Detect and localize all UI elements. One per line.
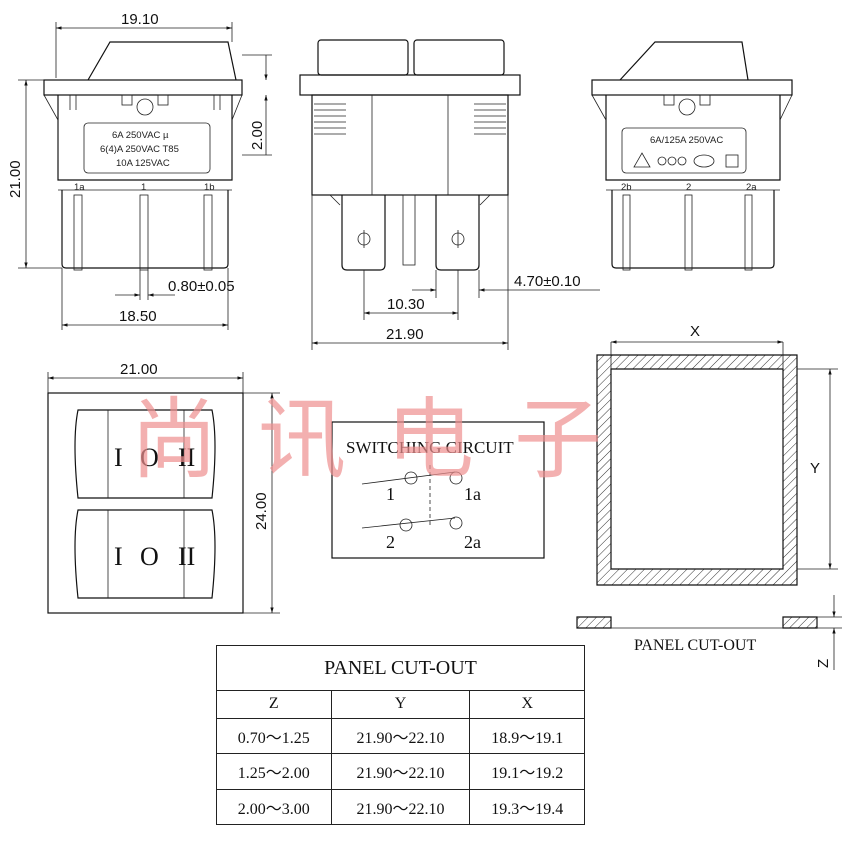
pin-label-2a: 2a [746,182,757,193]
rating-line-2: 6(4)A 250VAC T85 [100,144,179,155]
table-header-x: X [469,690,585,719]
table-row: 2.00～3.00 21.90～22.10 19.3～19.4 [216,788,585,826]
watermark: 尚讯电子 [130,388,642,491]
circuit-frame [331,421,545,559]
symbol-on-lower: II [178,542,195,571]
left-side-view: 6A 250VAC µ 6(4)A 250VAC T85 10A 125VAC … [7,11,272,330]
cell-z: 0.70～1.25 [216,717,332,755]
circuit-label-2a: 2a [464,532,481,552]
circuit-label-2: 2 [386,532,395,552]
dim-top-width: 19.10 [121,11,159,28]
cutout-caption: PANEL CUT-OUT [634,637,756,654]
circuit-label-1: 1 [386,484,395,504]
rivet-circle [136,98,154,116]
circuit-title: SWITCHING CIRCUIT [346,438,514,457]
pin-label-1: 1 [141,182,146,193]
top-view: I O II I O II 21.00 24.00 [47,361,280,614]
symbol-on-upper: II [178,443,195,472]
cell-y: 21.90～22.10 [330,717,471,755]
watermark-text: 尚讯电子 [130,388,642,491]
cell-y: 21.90～22.10 [330,753,471,790]
front-flange [299,74,521,96]
cert-triangle-icon [633,152,651,168]
top-view-frame [47,392,244,614]
cell-x: 18.9～19.1 [469,717,585,755]
cell-x: 19.3～19.4 [469,788,585,826]
cutout-z-label: Z [815,659,832,668]
dim-pin-span: 18.50 [119,308,157,325]
symbol-off-upper: I [114,443,123,472]
table-row: 1.25～2.00 21.90～22.10 19.1～19.2 [216,753,585,790]
right-side-view: 6A/125A 250VAC 2b 2 2a [591,41,793,271]
pin-label-1b: 1b [204,182,215,193]
table-header-z: Z [216,690,332,719]
pin-label-1a: 1a [74,182,85,193]
cutout-y-label: Y [810,460,820,477]
symbol-circle-upper: O [140,443,159,472]
cutout-hatch [596,354,798,586]
rocker-top [87,41,237,81]
rocker-upper [74,409,216,499]
panel-cutout-view: X Y Z PANEL CUT-OUT [576,323,842,670]
dim-terminal-offset: 2.00 [249,121,266,150]
ce-mark-icon [725,154,739,168]
pin-label-2: 2 [686,182,691,193]
rating-line-3: 10A 125VAC [116,158,170,169]
table-title: PANEL CUT-OUT [216,645,585,691]
cutout-x-label: X [690,323,700,340]
panel-cutout-table: PANEL CUT-OUT Z Y X 0.70～1.25 21.90～22.1… [216,645,585,826]
cell-y: 21.90～22.10 [330,788,471,826]
dim-terminal-width: 4.70±0.10 [514,273,581,290]
cell-x: 19.1～19.2 [469,753,585,790]
dim-terminal-pitch: 10.30 [387,296,425,313]
table-row: 0.70～1.25 21.90～22.10 18.9～19.1 [216,717,585,755]
flange [43,79,243,96]
dim-body-width: 21.90 [386,326,424,343]
front-view: 10.30 21.90 4.70±0.10 [299,39,600,350]
table-header-y: Y [330,690,471,719]
dim-top-view-width: 21.00 [120,361,158,378]
symbol-circle-lower: O [140,542,159,571]
dim-top-view-height: 24.00 [253,492,270,530]
symbol-off-lower: I [114,542,123,571]
dim-pin-width: 0.80±0.05 [168,278,235,295]
right-rating-line: 6A/125A 250VAC [650,135,723,146]
switching-circuit: SWITCHING CIRCUIT 1 1a 2 2a [331,421,545,559]
rocker-lower [74,509,216,599]
cell-z: 1.25～2.00 [216,753,332,790]
circuit-label-1a: 1a [464,484,481,504]
dim-height: 21.00 [7,160,24,198]
ul-mark-icon [693,154,715,168]
rating-label [83,122,211,174]
cell-z: 2.00～3.00 [216,788,332,826]
pin-label-2b: 2b [621,182,632,193]
rating-line-1: 6A 250VAC µ [112,130,169,141]
cutout-section [576,616,818,629]
